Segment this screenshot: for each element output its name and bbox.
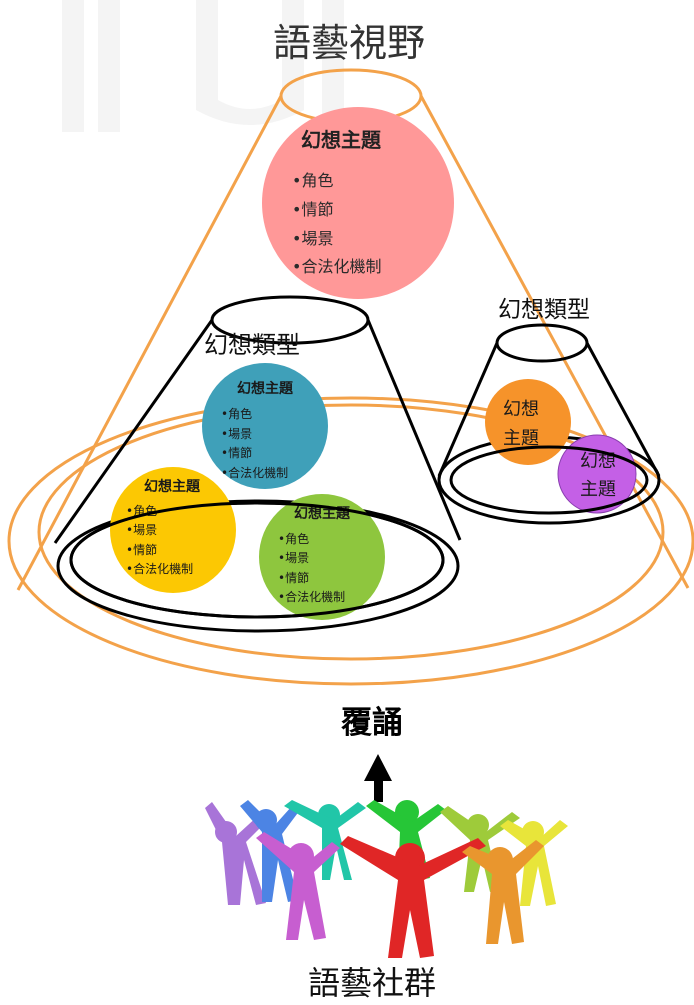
theme-title: 幻想主題: [301, 128, 382, 152]
theme-item: •情節: [292, 200, 333, 219]
right-type-label: 幻想類型: [498, 297, 590, 323]
theme-item: •場景: [126, 523, 157, 537]
theme-title: 主題: [580, 479, 616, 500]
left-cone-inner-ring: [69, 501, 445, 619]
theme-item: •合法化機制: [126, 561, 193, 576]
left-type-label: 幻想類型: [204, 331, 300, 359]
theme-circle-orange: 幻想 主題: [485, 379, 571, 465]
theme-title: 幻想: [503, 399, 539, 420]
page-title: 語藝視野: [273, 21, 425, 65]
theme-item: •角色: [221, 407, 252, 421]
theme-title: 幻想主題: [237, 380, 294, 397]
theme-item: •場景: [292, 229, 333, 248]
watermark: [62, 0, 344, 132]
theme-item: •情節: [278, 570, 309, 585]
theme-circle-yellow: 幻想主題 •角色 •場景 •情節 •合法化機制: [110, 467, 236, 593]
people-group-icon: [205, 800, 568, 958]
theme-circle-large: 幻想主題 •角色 •情節 •場景 •合法化機制: [262, 107, 454, 299]
recite-label: 覆誦: [340, 705, 403, 741]
arrow-up-icon: [364, 754, 392, 802]
theme-item: •角色: [278, 532, 309, 546]
community-label: 語藝社群: [308, 964, 436, 1002]
theme-item: •角色: [292, 171, 333, 190]
theme-item: •情節: [126, 542, 157, 557]
theme-item: •合法化機制: [221, 465, 288, 480]
theme-item: •場景: [221, 427, 252, 441]
theme-title: 幻想: [580, 451, 616, 472]
right-fantasy-type-cone: [437, 323, 661, 525]
theme-circle-teal: 幻想主題 •角色 •場景 •情節 •合法化機制: [202, 363, 328, 489]
theme-item: •合法化機制: [278, 589, 345, 604]
theme-item: •場景: [278, 551, 309, 565]
right-cone-inner-ring: [449, 445, 649, 515]
theme-item: •情節: [221, 445, 252, 460]
theme-item: •合法化機制: [292, 257, 381, 276]
theme-title: 幻想主題: [144, 478, 201, 495]
rhetorical-vision-cone: [7, 68, 694, 686]
theme-title: 主題: [503, 428, 539, 449]
